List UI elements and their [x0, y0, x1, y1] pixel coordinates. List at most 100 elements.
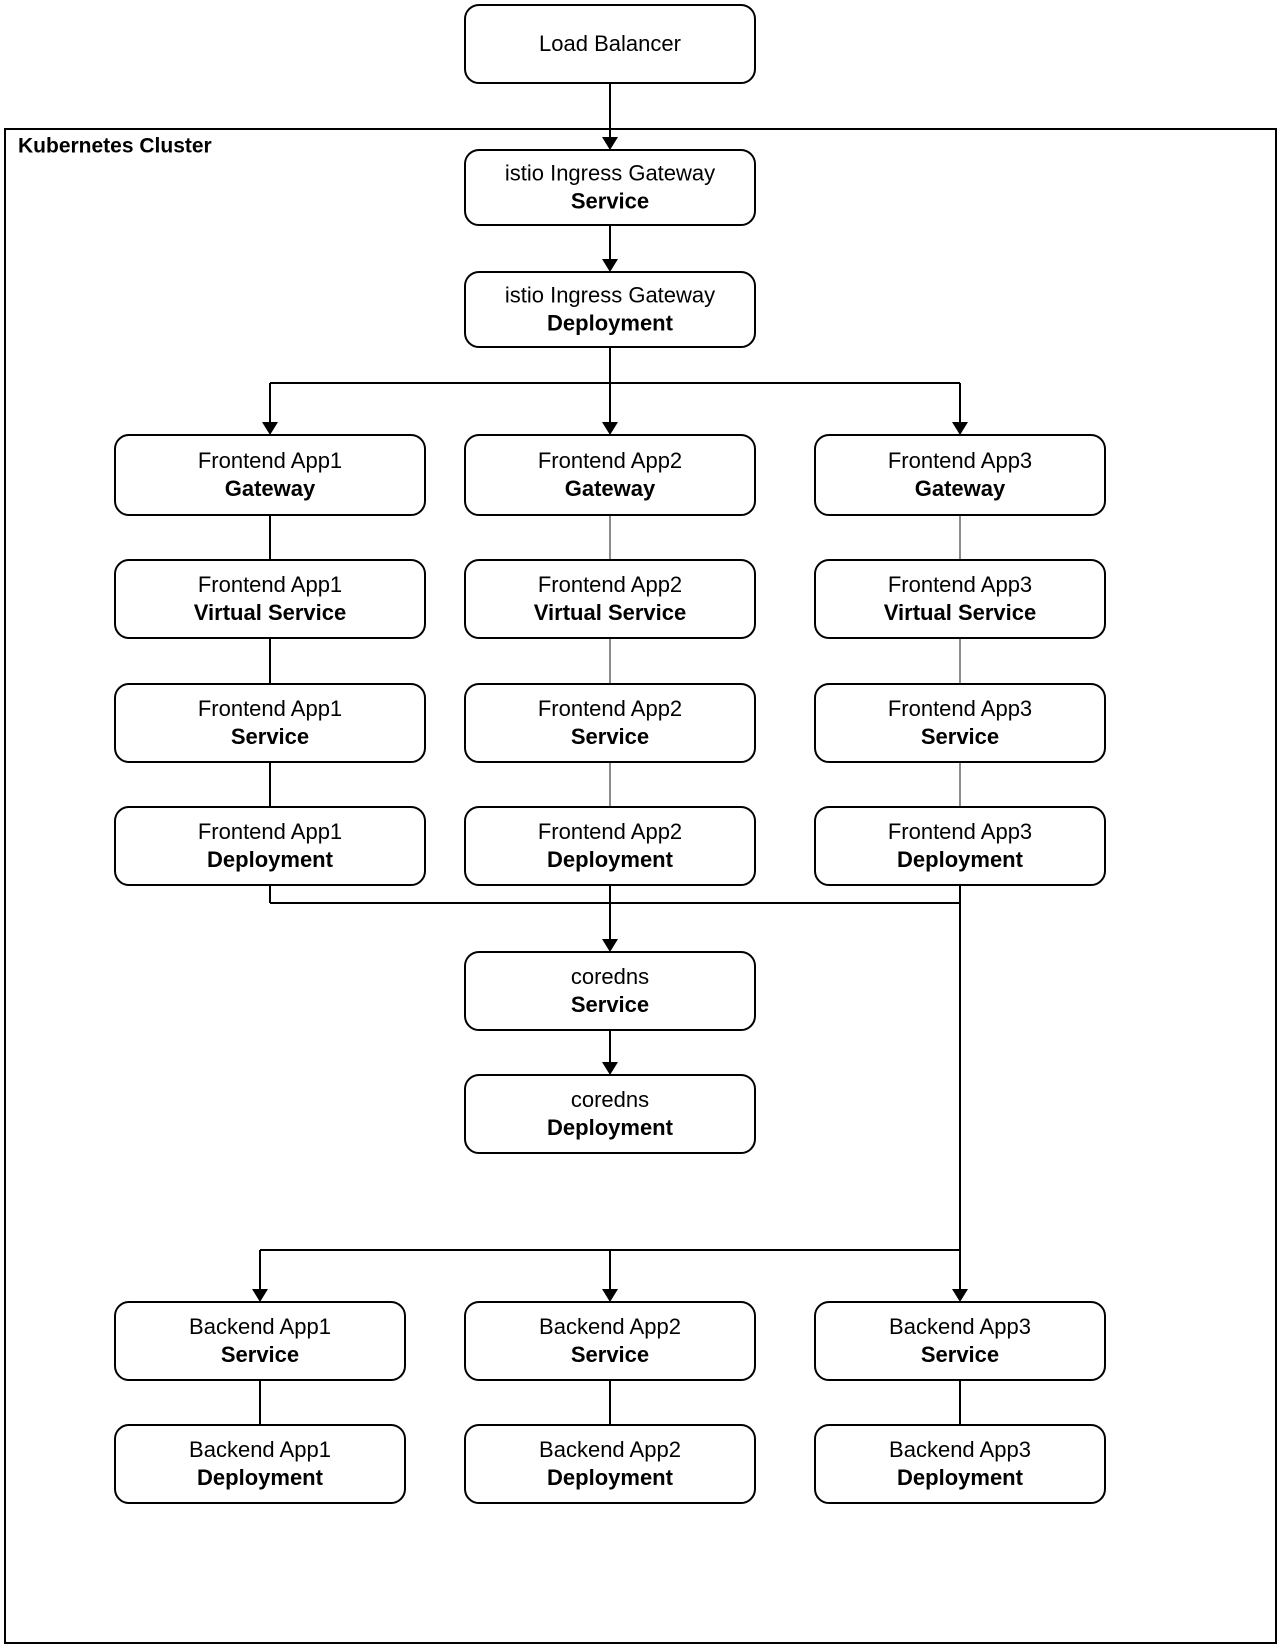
- arrow-coredns-service-to-deployment: [602, 1062, 618, 1075]
- node-kind-backend-app2-service: Service: [571, 1342, 649, 1367]
- node-kind-frontend-app1-gateway: Gateway: [225, 476, 316, 501]
- node-box-backend-app3-deployment[interactable]: [814, 1424, 1106, 1504]
- node-kind-frontend-app1-service: Service: [231, 724, 309, 749]
- node-label-load-balancer: Load Balancer: [539, 31, 681, 56]
- node-box-istio-ingress-gateway-deployment[interactable]: [464, 271, 756, 348]
- node-box-backend-app2-service[interactable]: [464, 1301, 756, 1381]
- node-kind-istio-ingress-gateway-service: Service: [571, 188, 649, 213]
- node-kind-backend-app1-deployment: Deployment: [197, 1465, 324, 1490]
- node-title-frontend-app3-gateway: Frontend App3: [888, 448, 1032, 473]
- node-box-frontend-app1-deployment[interactable]: [114, 806, 426, 886]
- arrow-ingress-to-frontend-app2-gateway: [602, 422, 618, 435]
- node-title-backend-app1-deployment: Backend App1: [189, 1437, 331, 1462]
- node-kind-backend-app3-service: Service: [921, 1342, 999, 1367]
- node-kind-frontend-app3-virtual-service: Virtual Service: [884, 600, 1036, 625]
- node-box-istio-ingress-gateway-service[interactable]: [464, 149, 756, 226]
- node-title-backend-app3-deployment: Backend App3: [889, 1437, 1031, 1462]
- arrow-ingress-service-to-deployment: [602, 259, 618, 272]
- node-title-frontend-app1-gateway: Frontend App1: [198, 448, 342, 473]
- node-kind-frontend-app3-service: Service: [921, 724, 999, 749]
- node-title-frontend-app1-service: Frontend App1: [198, 696, 342, 721]
- arrow-bus-to-backend-app3-service: [952, 1289, 968, 1302]
- arrow-ingress-to-frontend-app3-gateway: [952, 422, 968, 435]
- node-box-frontend-app1-virtual-service[interactable]: [114, 559, 426, 639]
- arrow-ingress-to-frontend-app1-gateway: [262, 422, 278, 435]
- node-title-frontend-app1-deployment: Frontend App1: [198, 819, 342, 844]
- node-title-istio-ingress-gateway-deployment: istio Ingress Gateway: [505, 282, 715, 307]
- node-title-coredns-deployment: coredns: [571, 1087, 649, 1112]
- node-title-backend-app3-service: Backend App3: [889, 1314, 1031, 1339]
- node-box-frontend-app3-virtual-service[interactable]: [814, 559, 1106, 639]
- node-box-frontend-app2-gateway[interactable]: [464, 434, 756, 516]
- node-box-frontend-app2-deployment[interactable]: [464, 806, 756, 886]
- node-kind-coredns-service: Service: [571, 992, 649, 1017]
- node-box-frontend-app3-deployment[interactable]: [814, 806, 1106, 886]
- node-title-frontend-app2-deployment: Frontend App2: [538, 819, 682, 844]
- node-box-backend-app3-service[interactable]: [814, 1301, 1106, 1381]
- node-kind-backend-app1-service: Service: [221, 1342, 299, 1367]
- kubernetes-cluster-group: Kubernetes Cluster: [4, 128, 1277, 1644]
- node-kind-frontend-app1-deployment: Deployment: [207, 847, 334, 872]
- kubernetes-cluster-boundary: [4, 128, 1277, 1644]
- edges-layer: [252, 83, 968, 1425]
- node-box-frontend-app2-service[interactable]: [464, 683, 756, 763]
- node-title-frontend-app2-gateway: Frontend App2: [538, 448, 682, 473]
- node-title-backend-app2-deployment: Backend App2: [539, 1437, 681, 1462]
- node-title-backend-app1-service: Backend App1: [189, 1314, 331, 1339]
- node-box-frontend-app2-virtual-service[interactable]: [464, 559, 756, 639]
- node-box-frontend-app3-gateway[interactable]: [814, 434, 1106, 516]
- node-title-coredns-service: coredns: [571, 964, 649, 989]
- node-load-balancer[interactable]: Load Balancer: [464, 4, 756, 84]
- node-title-frontend-app1-virtual-service: Frontend App1: [198, 572, 342, 597]
- node-title-frontend-app3-service: Frontend App3: [888, 696, 1032, 721]
- node-kind-frontend-app1-virtual-service: Virtual Service: [194, 600, 346, 625]
- arrow-bus-to-backend-app2-service: [602, 1289, 618, 1302]
- arrow-frontend-to-coredns-service: [602, 939, 618, 952]
- node-box-backend-app2-deployment[interactable]: [464, 1424, 756, 1504]
- node-box-backend-app1-deployment[interactable]: [114, 1424, 406, 1504]
- arrow-lb-to-ingress-service: [602, 137, 618, 150]
- node-kind-frontend-app3-gateway: Gateway: [915, 476, 1006, 501]
- node-box-load-balancer[interactable]: [464, 4, 756, 84]
- node-kind-backend-app3-deployment: Deployment: [897, 1465, 1024, 1490]
- node-box-coredns-service[interactable]: [464, 951, 756, 1031]
- node-box-frontend-app1-gateway[interactable]: [114, 434, 426, 516]
- node-box-coredns-deployment[interactable]: [464, 1074, 756, 1154]
- node-title-frontend-app2-virtual-service: Frontend App2: [538, 572, 682, 597]
- kubernetes-cluster-label: Kubernetes Cluster: [18, 135, 212, 158]
- node-title-frontend-app3-virtual-service: Frontend App3: [888, 572, 1032, 597]
- node-box-backend-app1-service[interactable]: [114, 1301, 406, 1381]
- node-box-frontend-app3-service[interactable]: [814, 683, 1106, 763]
- arrow-bus-to-backend-app1-service: [252, 1289, 268, 1302]
- node-kind-backend-app2-deployment: Deployment: [547, 1465, 674, 1490]
- node-box-frontend-app1-service[interactable]: [114, 683, 426, 763]
- node-kind-frontend-app2-deployment: Deployment: [547, 847, 674, 872]
- node-title-frontend-app3-deployment: Frontend App3: [888, 819, 1032, 844]
- node-kind-frontend-app2-service: Service: [571, 724, 649, 749]
